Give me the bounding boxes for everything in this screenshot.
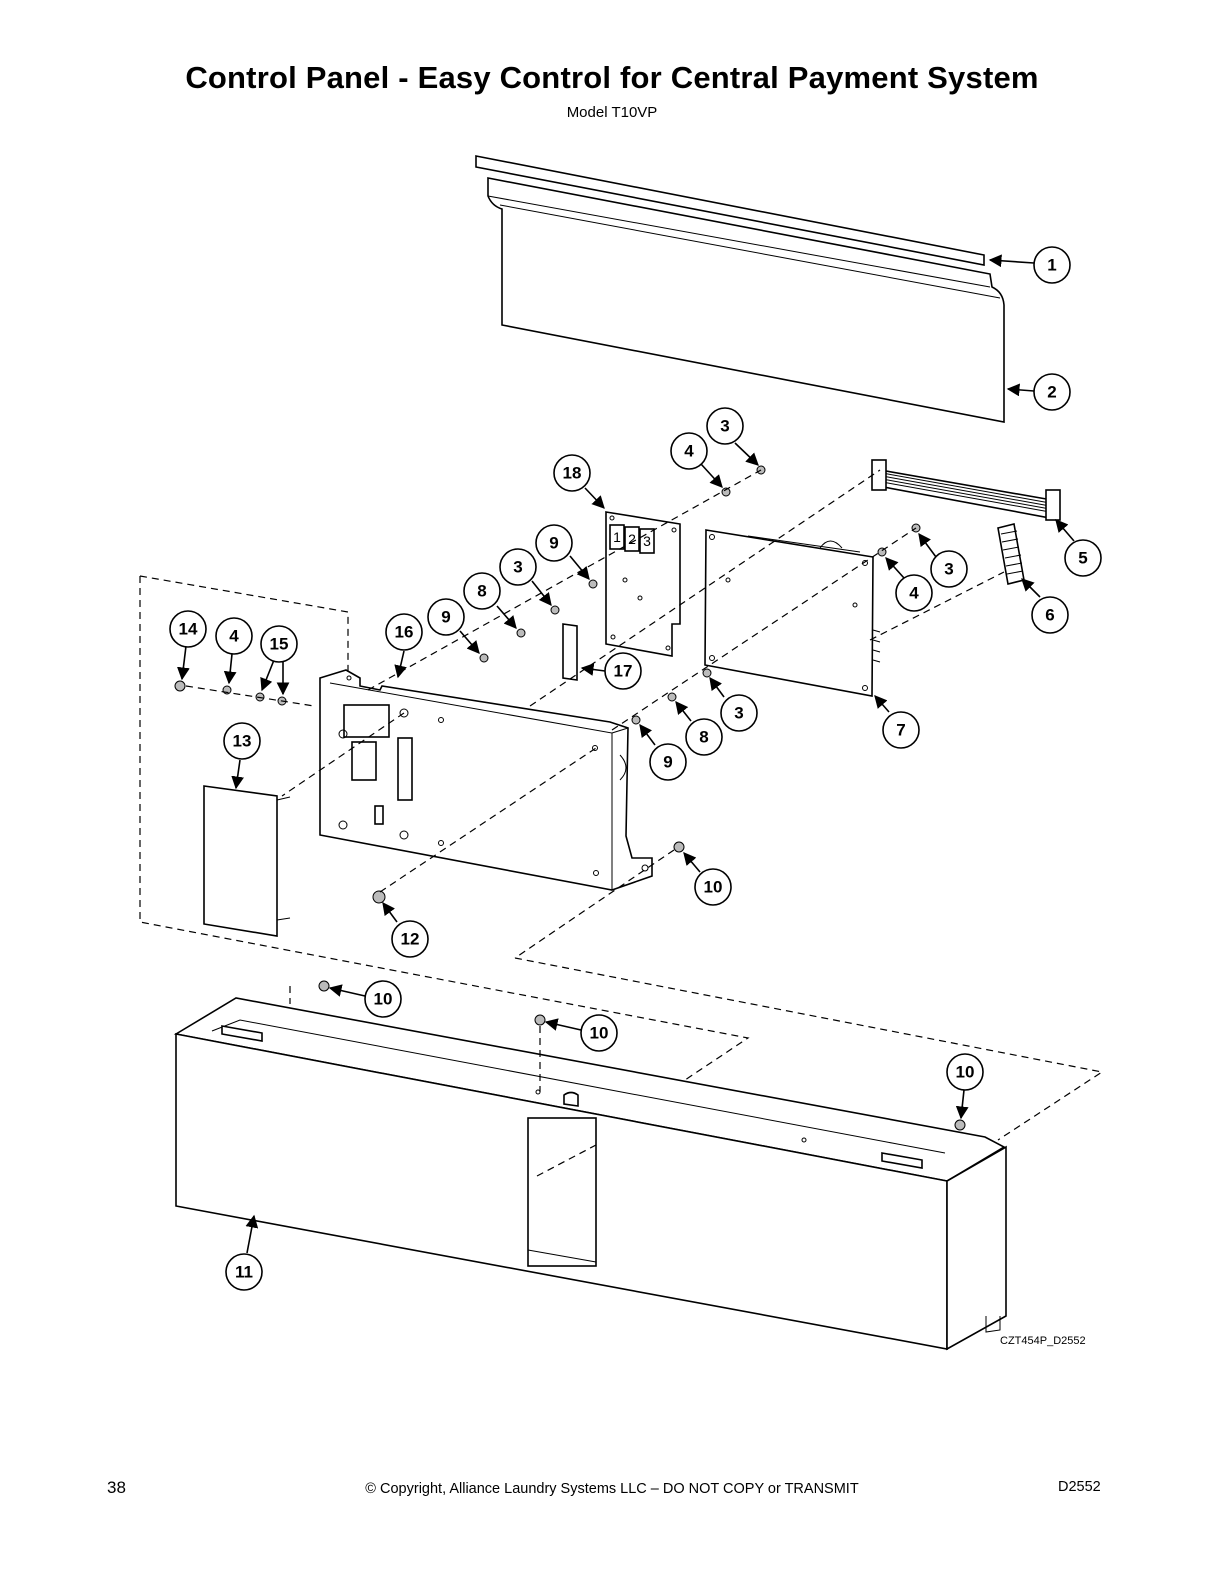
ribbon-cable-part	[871, 459, 1061, 521]
key-digit-1: 1	[613, 529, 621, 545]
svg-text:16: 16	[395, 623, 414, 642]
callout-3: 3	[930, 550, 968, 588]
callout-18: 18	[553, 454, 591, 492]
svg-text:9: 9	[549, 534, 558, 553]
trim-strip-part	[475, 155, 985, 266]
svg-text:12: 12	[401, 930, 420, 949]
control-board-part	[704, 529, 881, 697]
callout-bubbles: 1 2 3 4 18 5 9 3 3 4 6 8 9 14 4 15 16 17…	[169, 246, 1102, 1291]
callout-5: 5	[1064, 539, 1102, 577]
svg-text:13: 13	[233, 732, 252, 751]
model-subtitle: Model T10VP	[566, 104, 658, 121]
svg-text:11: 11	[235, 1263, 253, 1282]
callout-10: 10	[364, 980, 402, 1018]
svg-text:18: 18	[563, 464, 582, 483]
panel-overlay-part	[487, 177, 1005, 423]
svg-text:1: 1	[1047, 256, 1056, 275]
callout-13: 13	[223, 722, 261, 760]
copyright-notice: © Copyright, Alliance Laundry Systems LL…	[365, 1481, 859, 1497]
document-number: D2552	[1058, 1479, 1101, 1495]
keypad-board-part: 1 2 3	[605, 511, 681, 657]
svg-text:14: 14	[179, 620, 198, 639]
callout-15: 15	[260, 625, 298, 663]
page-number: 38	[107, 1478, 126, 1497]
svg-text:6: 6	[1045, 606, 1054, 625]
svg-text:4: 4	[229, 627, 239, 646]
callout-7: 7	[882, 711, 920, 749]
callout-10: 10	[580, 1014, 618, 1052]
cover-plate-part	[203, 785, 291, 937]
svg-text:9: 9	[441, 608, 450, 627]
leader-arrows	[177, 254, 1075, 1254]
svg-text:3: 3	[734, 704, 743, 723]
svg-text:7: 7	[896, 721, 905, 740]
callout-8: 8	[463, 572, 501, 610]
callout-2: 2	[1033, 373, 1071, 411]
callout-3: 3	[499, 548, 537, 586]
callout-11: 11	[225, 1253, 263, 1291]
callout-10: 10	[694, 868, 732, 906]
callout-16: 16	[385, 613, 423, 651]
callout-6: 6	[1031, 596, 1069, 634]
mounting-bracket-part	[319, 669, 653, 891]
callout-4: 4	[215, 617, 253, 655]
svg-text:15: 15	[270, 635, 289, 654]
callout-3: 3	[706, 407, 744, 445]
callout-1: 1	[1033, 246, 1071, 284]
connector-part	[997, 523, 1025, 585]
svg-text:5: 5	[1078, 549, 1087, 568]
callout-9: 9	[427, 598, 465, 636]
callout-8: 8	[685, 718, 723, 756]
svg-text:3: 3	[944, 560, 953, 579]
svg-text:8: 8	[477, 582, 486, 601]
key-digit-2: 2	[628, 531, 636, 547]
callout-10: 10	[946, 1053, 984, 1091]
callout-4: 4	[670, 432, 708, 470]
callout-4: 4	[895, 574, 933, 612]
callout-9: 9	[535, 524, 573, 562]
svg-text:3: 3	[513, 558, 522, 577]
svg-text:9: 9	[663, 753, 672, 772]
svg-text:17: 17	[614, 662, 633, 681]
svg-text:10: 10	[590, 1024, 609, 1043]
keypad-keys: 1 2 3	[609, 524, 655, 554]
svg-text:8: 8	[699, 728, 708, 747]
svg-text:10: 10	[704, 878, 723, 897]
page-title: Control Panel - Easy Control for Central…	[185, 60, 1039, 95]
svg-text:3: 3	[720, 417, 729, 436]
front-panel-part	[173, 997, 1007, 1351]
callout-17: 17	[604, 652, 642, 690]
svg-text:2: 2	[1047, 383, 1056, 402]
svg-text:4: 4	[684, 442, 694, 461]
svg-text:10: 10	[374, 990, 393, 1009]
drawing-id: CZT454P_D2552	[1000, 1335, 1086, 1347]
svg-text:10: 10	[956, 1063, 975, 1082]
key-digit-3: 3	[643, 533, 651, 549]
callout-9: 9	[649, 743, 687, 781]
assembly-dashed-lines	[139, 469, 1104, 1177]
hardware-fasteners	[174, 465, 966, 1131]
svg-text:4: 4	[909, 584, 919, 603]
callout-14: 14	[169, 610, 207, 648]
spacer-strip-part	[562, 623, 578, 681]
callout-3: 3	[720, 694, 758, 732]
callout-12: 12	[391, 920, 429, 958]
